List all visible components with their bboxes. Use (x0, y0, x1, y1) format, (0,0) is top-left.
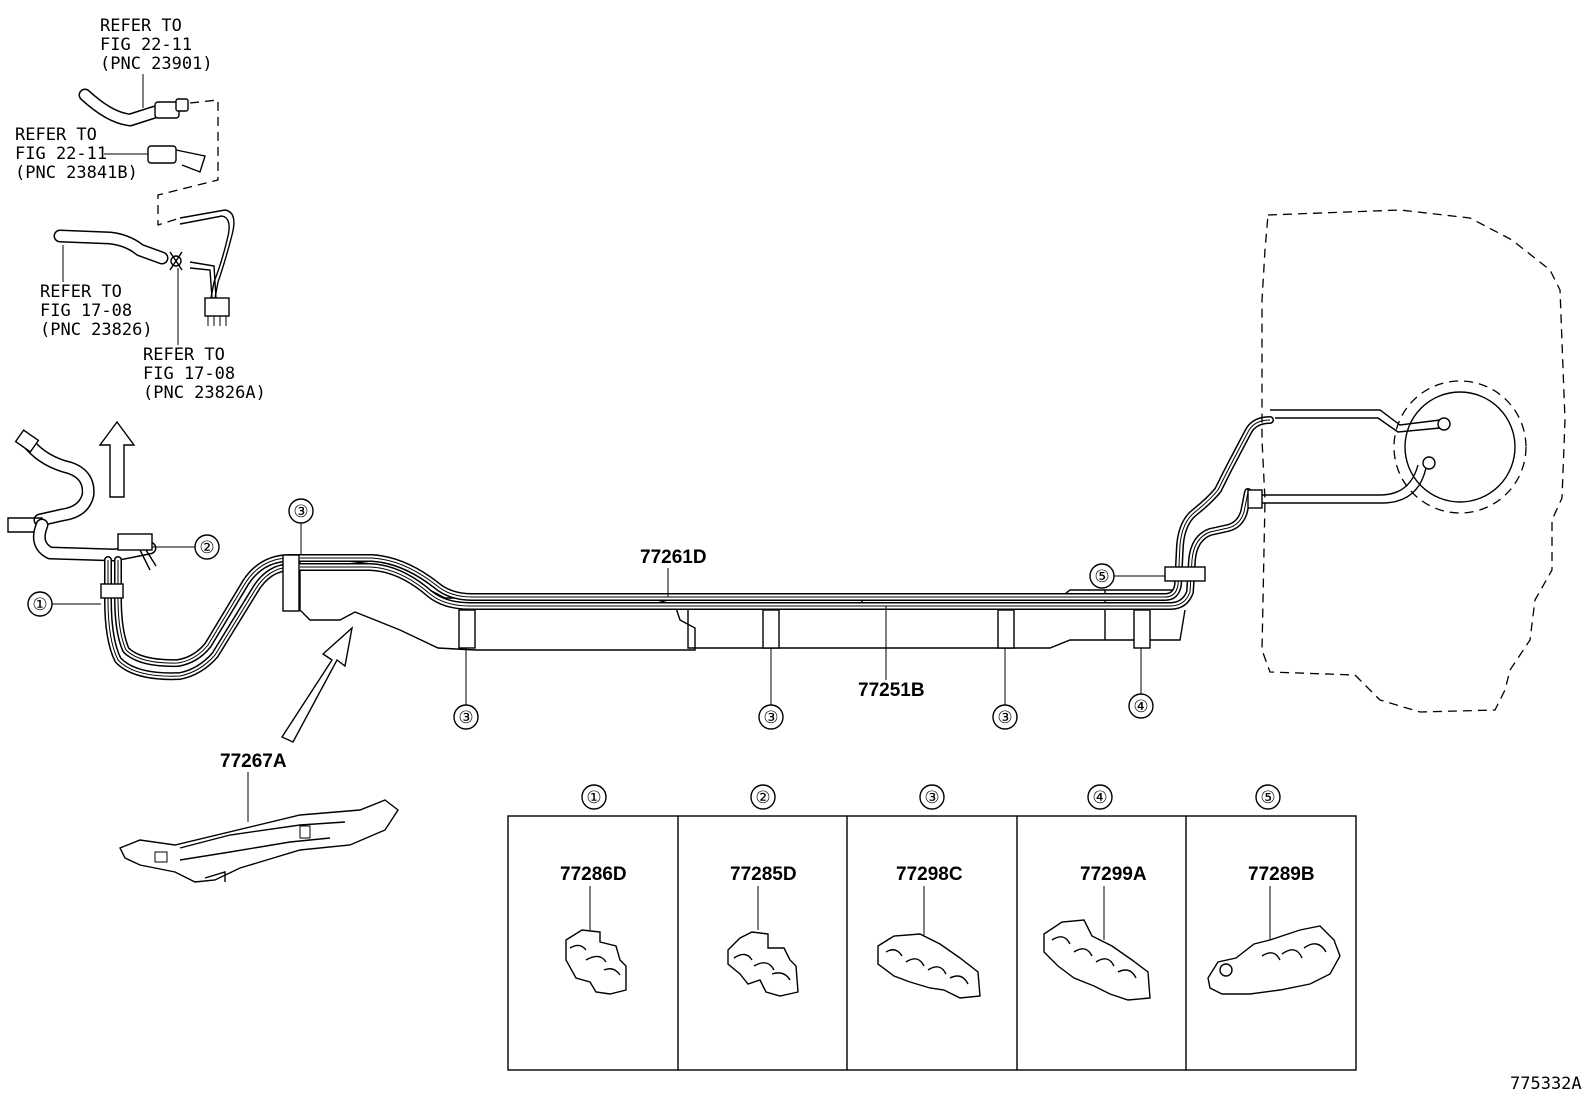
legend-column-1: ① 77286D (560, 784, 627, 995)
svg-text:77267A: 77267A (220, 751, 287, 772)
callout-2-main: ② (152, 534, 220, 560)
svg-text:77289B: 77289B (1248, 864, 1315, 885)
svg-text:FIG 22-11: FIG 22-11 (100, 35, 192, 55)
svg-text:77286D: 77286D (560, 864, 627, 885)
svg-text:⑤: ⑤ (1260, 788, 1275, 807)
direction-arrow-up-icon (98, 420, 136, 498)
callout-3-top: ③ (288, 498, 314, 555)
svg-text:①: ① (32, 595, 47, 614)
reference-note-pnc-23826: REFER TO FIG 17-08 (PNC 23826) (40, 245, 153, 340)
svg-text:REFER TO: REFER TO (40, 282, 122, 302)
svg-text:④: ④ (1092, 788, 1107, 807)
part-label-77261d: 77261D (640, 547, 707, 597)
clamp-77285d-icon (727, 931, 799, 997)
legend-column-5: ⑤ 77289B (1207, 784, 1341, 995)
main-fuel-tube-assembly (282, 409, 1441, 651)
svg-text:FIG 17-08: FIG 17-08 (40, 301, 132, 321)
svg-text:FIG 17-08: FIG 17-08 (143, 364, 235, 384)
reference-note-pnc-23901: REFER TO FIG 22-11 (PNC 23901) (100, 16, 213, 108)
protector-direction-arrow-icon (280, 626, 354, 743)
fuel-tank-outline (1261, 209, 1566, 713)
callout-3-b: ③ (758, 648, 784, 730)
svg-text:77299A: 77299A (1080, 864, 1147, 885)
part-label-77267a: 77267A (220, 751, 287, 822)
clamp-legend-table: ① 77286D ② 77285D ③ 77298C (507, 784, 1357, 1071)
svg-text:REFER TO: REFER TO (143, 345, 225, 365)
svg-text:③: ③ (458, 708, 473, 727)
svg-text:(PNC 23826): (PNC 23826) (40, 320, 153, 340)
clamp-1-marker (100, 583, 124, 599)
svg-text:①: ① (586, 788, 601, 807)
svg-text:(PNC 23901): (PNC 23901) (100, 54, 213, 74)
svg-text:(PNC 23826A): (PNC 23826A) (143, 383, 266, 403)
svg-text:77298C: 77298C (896, 864, 963, 885)
svg-text:②: ② (755, 788, 770, 807)
callout-5-main: ⑤ (1089, 563, 1165, 589)
reference-note-pnc-23841b: REFER TO FIG 22-11 (PNC 23841B) (15, 125, 148, 183)
reference-note-pnc-23826a: REFER TO FIG 17-08 (PNC 23826A) (143, 268, 266, 403)
svg-text:③: ③ (997, 708, 1012, 727)
svg-text:REFER TO: REFER TO (100, 16, 182, 36)
clamp-77286d-icon (565, 929, 627, 995)
clamp-77289b-icon (1207, 925, 1341, 995)
callout-4-main: ④ (1128, 648, 1154, 719)
part-label-77251b: 77251B (858, 606, 925, 701)
figure-id: 775332A (1510, 1074, 1582, 1094)
legend-column-4: ④ 77299A (1043, 784, 1151, 1001)
legend-column-3: ③ 77298C (877, 784, 981, 999)
svg-text:FIG 22-11: FIG 22-11 (15, 144, 107, 164)
svg-text:(PNC 23841B): (PNC 23841B) (15, 163, 138, 183)
svg-text:②: ② (199, 538, 214, 557)
svg-text:③: ③ (924, 788, 939, 807)
svg-text:⑤: ⑤ (1094, 567, 1109, 586)
clamp-77298c-icon (877, 933, 981, 999)
svg-text:③: ③ (293, 502, 308, 521)
protector-77267a-illustration (119, 799, 399, 883)
svg-text:④: ④ (1133, 697, 1148, 716)
svg-text:77251B: 77251B (858, 680, 925, 701)
callout-3-c: ③ (992, 648, 1018, 730)
svg-text:77261D: 77261D (640, 547, 707, 568)
callout-1-main: ① (27, 591, 101, 617)
clamp-77299a-icon (1043, 919, 1151, 1001)
svg-text:77285D: 77285D (730, 864, 797, 885)
legend-column-2: ② 77285D (727, 784, 799, 997)
svg-text:REFER TO: REFER TO (15, 125, 97, 145)
svg-text:③: ③ (763, 708, 778, 727)
fuel-hose-connector-illustration (53, 88, 235, 326)
front-fuel-hose-illustration (7, 429, 304, 681)
callout-3-a: ③ (453, 648, 479, 730)
